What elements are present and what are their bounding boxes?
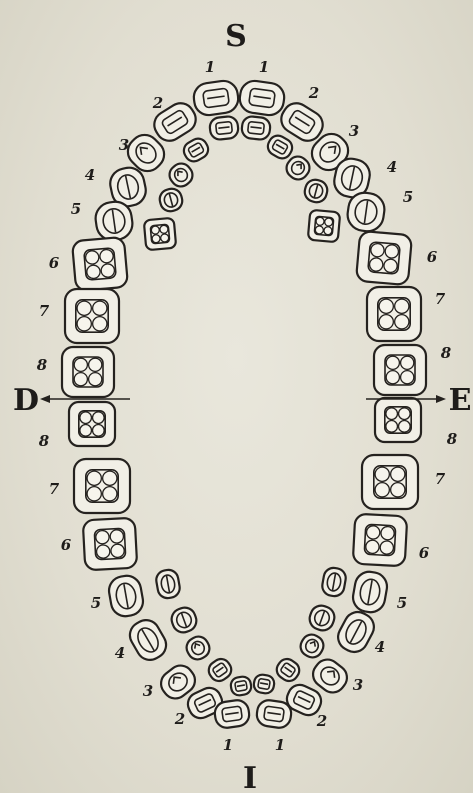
tooth-number-lower-right-5: 5 (397, 594, 407, 612)
tooth-number-upper-left-3: 3 (119, 136, 129, 154)
tooth-number-lower-right-1: 1 (275, 736, 285, 754)
milk-lower-right-2 (273, 655, 302, 684)
milk-lower-left-2 (205, 655, 234, 684)
tooth-number-lower-left-5: 5 (91, 594, 101, 612)
tooth-lower-left-4 (125, 615, 171, 665)
tooth-upper-right-7 (367, 287, 421, 341)
tooth-number-lower-left-3: 3 (143, 682, 153, 700)
arrow-right-head (436, 395, 446, 403)
tooth-number-lower-right-2: 2 (316, 712, 327, 730)
tooth-lower-left-1 (213, 699, 250, 729)
tooth-upper-right-1 (238, 79, 286, 117)
tooth-number-upper-right-2: 2 (308, 84, 319, 102)
tooth-number-upper-right-4: 4 (387, 158, 397, 176)
tooth-lower-left-8 (69, 402, 115, 446)
milk-lower-left-1 (230, 675, 253, 696)
tooth-lower-right-6 (353, 514, 408, 567)
tooth-lower-left-6 (83, 518, 138, 571)
milk-upper-left-5 (144, 218, 177, 251)
milk-lower-left-5 (155, 568, 182, 599)
tooth-number-upper-left-1: 1 (205, 58, 215, 76)
milk-upper-right-1 (241, 116, 271, 141)
tooth-lower-right-7 (362, 455, 418, 509)
tooth-number-upper-right-3: 3 (349, 122, 359, 140)
tooth-number-upper-right-7: 7 (435, 290, 446, 308)
milk-lower-right-5 (321, 566, 348, 597)
label-bottom: I (243, 761, 257, 793)
milk-upper-left-1 (209, 116, 239, 141)
tooth-number-upper-right-8: 8 (441, 344, 452, 362)
milk-upper-right-2 (265, 132, 296, 161)
milk-upper-left-3 (166, 160, 197, 191)
milk-lower-right-3 (297, 631, 327, 661)
tooth-number-lower-left-4: 4 (115, 644, 125, 662)
milk-lower-left-3 (183, 633, 213, 663)
tooth-number-upper-left-4: 4 (85, 166, 95, 184)
tooth-lower-right-1 (255, 699, 292, 729)
tooth-number-upper-left-5: 5 (71, 200, 81, 218)
tooth-upper-left-6 (72, 237, 128, 291)
tooth-number-lower-right-6: 6 (419, 544, 430, 562)
label-top: S (225, 19, 247, 54)
tooth-number-lower-left-8: 8 (39, 432, 50, 450)
tooth-upper-left-1 (192, 79, 240, 117)
tooth-number-lower-right-3: 3 (353, 676, 363, 694)
tooth-number-lower-left-1: 1 (223, 736, 233, 754)
milk-upper-left-4 (158, 187, 185, 214)
tooth-number-upper-left-6: 6 (49, 254, 60, 272)
tooth-upper-right-6 (356, 231, 412, 285)
tooth-number-upper-right-5: 5 (403, 188, 413, 206)
tooth-number-lower-right-4: 4 (375, 638, 385, 656)
milk-lower-right-4 (307, 603, 338, 634)
tooth-number-upper-right-6: 6 (427, 248, 438, 266)
arrow-left-head (40, 395, 50, 403)
tooth-number-upper-left-2: 2 (152, 94, 163, 112)
milk-lower-right-1 (253, 673, 276, 694)
tooth-number-upper-left-8: 8 (37, 356, 48, 374)
tooth-number-lower-right-8: 8 (447, 430, 458, 448)
tooth-number-lower-left-2: 2 (174, 710, 185, 728)
tooth-number-upper-right-1: 1 (259, 58, 269, 76)
tooth-upper-left-8 (62, 347, 114, 397)
tooth-lower-left-7 (74, 459, 130, 513)
label-left: D (13, 383, 39, 418)
milk-lower-left-4 (169, 605, 200, 636)
tooth-lower-right-8 (375, 398, 421, 442)
milk-upper-right-5 (308, 210, 341, 243)
tooth-upper-left-7 (65, 289, 119, 343)
milk-upper-right-4 (303, 178, 330, 205)
tooth-upper-right-8 (374, 345, 426, 395)
milk-upper-left-2 (181, 135, 212, 164)
tooth-number-lower-left-6: 6 (61, 536, 72, 554)
tooth-number-lower-left-7: 7 (49, 480, 60, 498)
tooth-lower-left-5 (107, 574, 145, 619)
tooth-number-upper-left-7: 7 (39, 302, 50, 320)
tooth-lower-right-4 (333, 607, 378, 656)
tooth-number-lower-right-7: 7 (435, 470, 446, 488)
label-right: E (449, 383, 472, 418)
tooth-lower-right-5 (351, 570, 389, 615)
